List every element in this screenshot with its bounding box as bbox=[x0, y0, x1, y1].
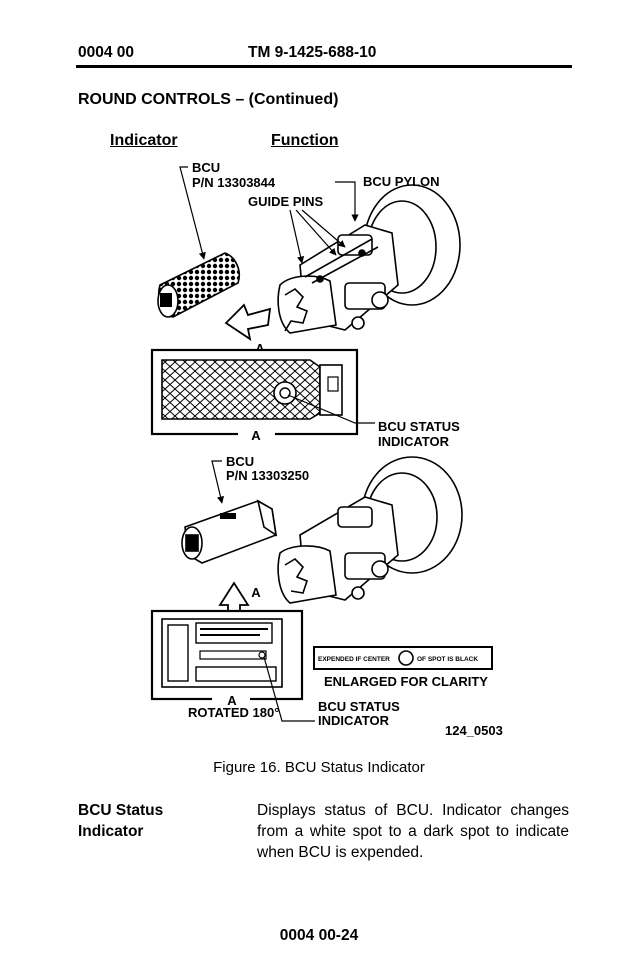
sight-assembly-bottom bbox=[277, 456, 463, 604]
column-heading-indicator: Indicator bbox=[110, 132, 178, 149]
bcu-battery-bottom bbox=[181, 499, 278, 564]
bcu-label-top: BCU bbox=[192, 160, 220, 175]
leader-bcu-bottom bbox=[211, 460, 225, 504]
figure-id: 124_0503 bbox=[445, 723, 503, 738]
view-letter-bottom: A bbox=[251, 585, 261, 600]
definition-term-line1: BCU Status bbox=[78, 802, 164, 819]
rotated-label: ROTATED 180° bbox=[188, 705, 279, 720]
enlarged-label: ENLARGED FOR CLARITY bbox=[324, 674, 488, 689]
detail-view-a-bottom bbox=[150, 609, 304, 701]
status-leader-bottom bbox=[263, 656, 315, 722]
bcu-battery-top bbox=[157, 252, 241, 318]
status-leader-top bbox=[287, 394, 375, 424]
definition-term-line2: Indicator bbox=[78, 823, 144, 840]
status-label-bottom-line1: BCU STATUS bbox=[318, 699, 400, 714]
status-label-top-line1: BCU STATUS bbox=[378, 419, 460, 434]
bcu-pylon-label: BCU PYLON bbox=[363, 174, 440, 189]
bcu-status-indicator-figure: A BCU P/N 13303844 BCU PYLON GUIDE PINS … bbox=[150, 160, 503, 738]
view-letter-top: A bbox=[255, 341, 265, 356]
part-number-top: P/N 13303844 bbox=[192, 175, 276, 190]
detail-letter-bottom: A bbox=[227, 693, 237, 708]
manual-number: TM 9-1425-688-10 bbox=[248, 44, 377, 61]
detail-letter-top: A bbox=[251, 428, 261, 443]
page-number: 0004 00-24 bbox=[279, 927, 359, 944]
expended-text-left: EXPENDED IF CENTER bbox=[318, 656, 390, 663]
header-rule bbox=[76, 65, 572, 68]
expended-text-right: OF SPOT IS BLACK bbox=[417, 656, 478, 663]
column-heading-function: Function bbox=[271, 132, 339, 149]
definition-term: BCU Status Indicator bbox=[78, 800, 238, 842]
section-title: ROUND CONTROLS – (Continued) bbox=[78, 91, 339, 108]
status-label-top-line2: INDICATOR bbox=[378, 434, 450, 449]
work-package-number: 0004 00 bbox=[78, 44, 135, 61]
bcu-label-bottom: BCU bbox=[226, 454, 254, 469]
figure-caption: Figure 16. BCU Status Indicator bbox=[213, 759, 425, 776]
guide-pins-label: GUIDE PINS bbox=[248, 194, 323, 209]
insertion-arrow-top bbox=[224, 303, 272, 341]
definition-description: Displays status of BCU. Indicator change… bbox=[257, 802, 569, 861]
status-label-bottom-line2: INDICATOR bbox=[318, 713, 390, 728]
leader-lines-top bbox=[179, 166, 359, 264]
sight-assembly-top bbox=[277, 184, 461, 334]
part-number-bottom: P/N 13303250 bbox=[226, 468, 309, 483]
enlarged-status-spot bbox=[313, 646, 493, 670]
detail-view-a-top bbox=[150, 348, 359, 436]
